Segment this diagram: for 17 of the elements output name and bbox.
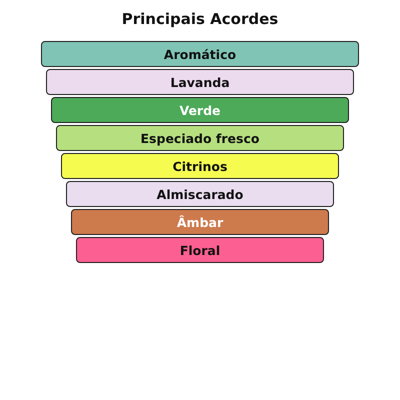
accord-label: Âmbar (176, 214, 224, 230)
accord-label: Verde (179, 102, 221, 118)
accord-bar (51, 97, 349, 123)
accord-bar (46, 69, 354, 95)
accord-bar (61, 153, 339, 179)
accord-bar (56, 125, 344, 151)
accord-bar (41, 41, 359, 67)
accord-bar (71, 209, 329, 235)
accord-label: Almiscarado (156, 186, 244, 202)
accord-label: Aromático (164, 46, 236, 62)
accord-label: Especiado fresco (140, 130, 260, 146)
accord-bar (76, 237, 324, 263)
accord-label: Floral (180, 242, 220, 258)
accord-label: Citrinos (172, 158, 228, 174)
accord-label: Lavanda (170, 74, 230, 90)
accord-bar (66, 181, 334, 207)
chart-title: Principais Acordes (120, 10, 280, 28)
